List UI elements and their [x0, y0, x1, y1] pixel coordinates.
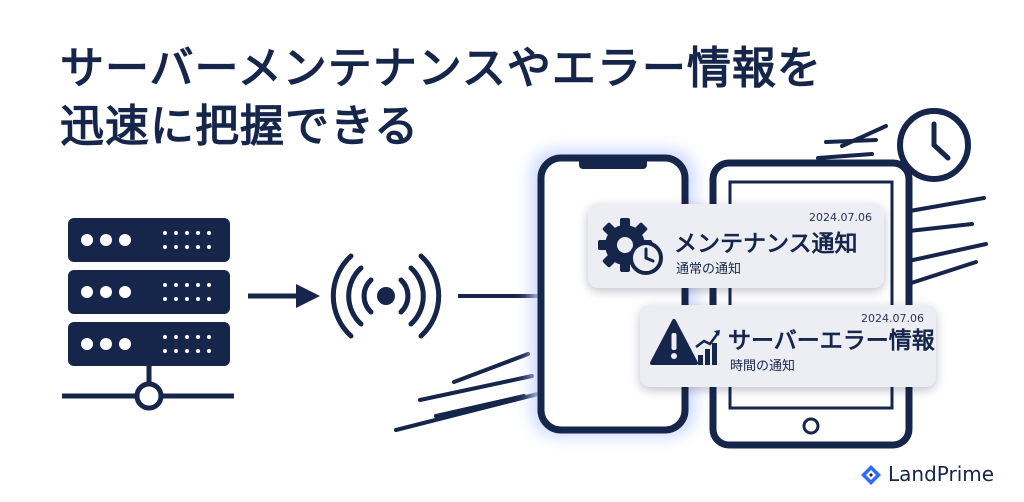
gear-clock-icon	[598, 218, 663, 275]
notification-title: サーバーエラー情報	[728, 328, 935, 354]
headline: サーバーメンテナンスやエラー情報を 迅速に把握できる	[60, 40, 822, 156]
headline-line-1: サーバーメンテナンスやエラー情報を	[60, 43, 822, 94]
brand-name: LandPrime	[888, 462, 995, 486]
notification-date: 2024.07.06	[861, 312, 924, 325]
arrow-right-icon	[248, 284, 320, 308]
notification-subtitle: 時間の通知	[730, 359, 796, 374]
warning-chart-icon	[650, 319, 720, 365]
server-error-notification-card[interactable]: 2024.07.06 サーバーエラー情報 時間の通知	[640, 305, 936, 387]
notification-title: メンテナンス通知	[674, 231, 858, 257]
signal-broadcast-icon	[330, 253, 442, 339]
diamond-logo-icon	[861, 465, 881, 485]
notification-date: 2024.07.06	[809, 211, 872, 224]
server-icon	[62, 218, 234, 411]
smartphone-device	[532, 150, 694, 436]
headline-line-2: 迅速に把握できる	[60, 101, 420, 152]
clock-icon	[897, 108, 971, 182]
notification-subtitle: 通常の通知	[676, 262, 742, 277]
maintenance-notification-card[interactable]: 2024.07.06 メンテナンス通知 通常の通知	[588, 204, 884, 288]
